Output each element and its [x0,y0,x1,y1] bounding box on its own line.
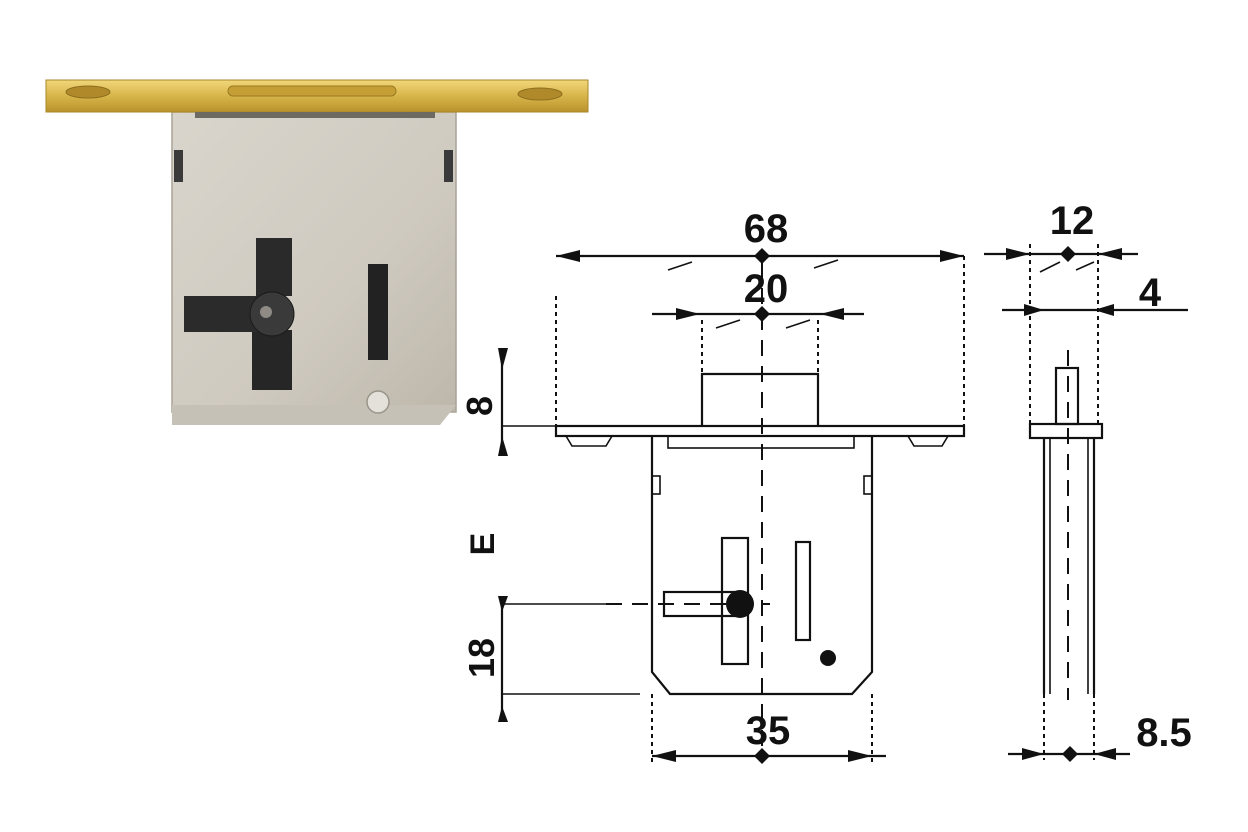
key-pivot [249,291,295,337]
dim-body-thickness: 4 [1002,271,1188,316]
front-view [554,256,966,760]
lock-body-bottom [172,405,456,425]
keyhole-slot [368,264,388,360]
label-strip-width: 20 [744,267,789,311]
side-bolt [1054,366,1080,426]
dim-top-offset: 8 [459,348,556,456]
dim-key-offset: 18 [461,596,640,722]
label-faceplate-thickness: 12 [1050,199,1095,243]
rivet-hole [366,390,390,414]
faceplate-underside [195,112,435,118]
faceplate-bolt-slot [227,85,397,97]
key-shaft-top [256,238,292,296]
side-body [1042,438,1096,694]
key-shaft-bottom [252,330,292,390]
body-tab-left [174,150,183,182]
dim-side-offset: 8.5 [1008,711,1192,762]
side-view [1028,244,1104,760]
front-case [650,436,874,696]
label-vertical-letter: E [464,533,502,556]
dim-overall-width: 68 [556,207,964,271]
label-top-offset: 8 [459,396,500,416]
label-case-width: 35 [746,709,791,753]
side-faceplate [1028,422,1104,440]
body-tab-right [444,150,453,182]
key-pivot-highlight [260,306,272,318]
front-rivet [820,650,836,666]
label-overall-width: 68 [744,207,789,251]
lock-photo [45,79,589,425]
dim-strip-width: 20 [652,267,864,329]
dim-case-width: 35 [651,694,886,764]
faceplate-screw-hole-right [517,87,563,101]
dim-faceplate-thickness: 12 [984,199,1138,273]
faceplate-screw-hole-left [65,85,111,99]
label-body-thickness: 4 [1139,271,1162,315]
lock-body-plate [171,111,457,413]
label-key-offset: 18 [461,638,502,678]
front-keyhole [794,540,812,642]
front-faceplate [554,424,966,438]
label-side-offset: 8.5 [1136,711,1192,755]
